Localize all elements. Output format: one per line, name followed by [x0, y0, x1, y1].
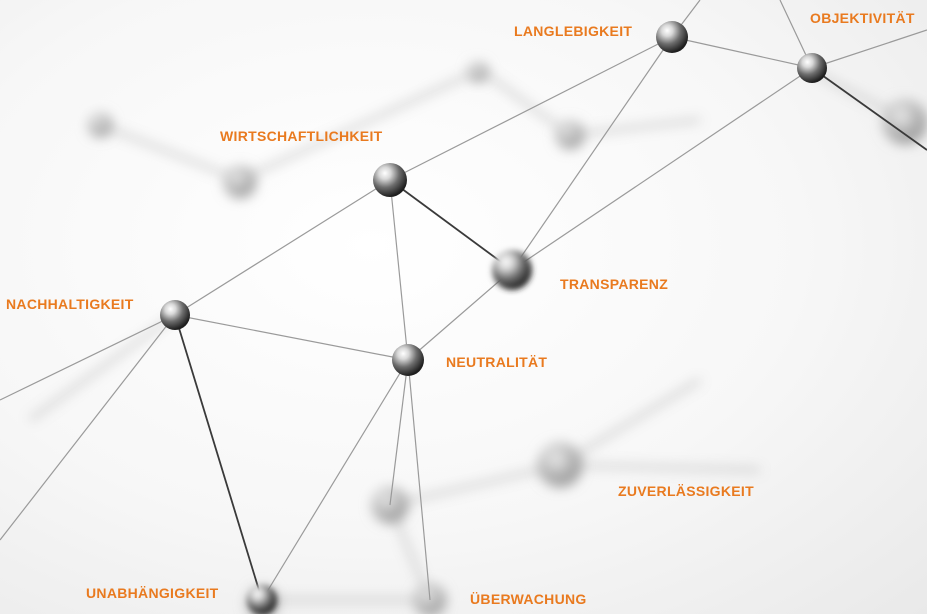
label-neutralitaet: NEUTRALITÄT [446, 354, 548, 370]
label-objektivitaet: OBJEKTIVITÄT [810, 10, 915, 26]
node-langlebigkeit [656, 21, 688, 53]
label-langlebigkeit: LANGLEBIGKEIT [514, 23, 633, 39]
foreground-nodes [160, 21, 827, 376]
node-wirtschaftlichkeit [373, 163, 407, 197]
foreground-links [0, 0, 927, 601]
label-wirtschaftlichkeit: WIRTSCHAFTLICHKEIT [220, 128, 383, 144]
label-ueberwachung: ÜBERWACHUNG [470, 591, 587, 607]
emphasized-links [174, 67, 927, 601]
label-unabhaengigkeit: UNABHÄNGIGKEIT [86, 585, 219, 601]
node-objektivitaet [797, 53, 827, 83]
background-nodes [88, 62, 927, 614]
node-neutralitaet [392, 344, 424, 376]
label-transparenz: TRANSPARENZ [560, 276, 669, 292]
background-links [28, 68, 906, 602]
midground-nodes [247, 250, 532, 614]
node-nachhaltigkeit [160, 300, 190, 330]
label-zuverlaessigkeit: ZUVERLÄSSIGKEIT [618, 483, 754, 499]
label-nachhaltigkeit: NACHHALTIGKEIT [6, 296, 134, 312]
